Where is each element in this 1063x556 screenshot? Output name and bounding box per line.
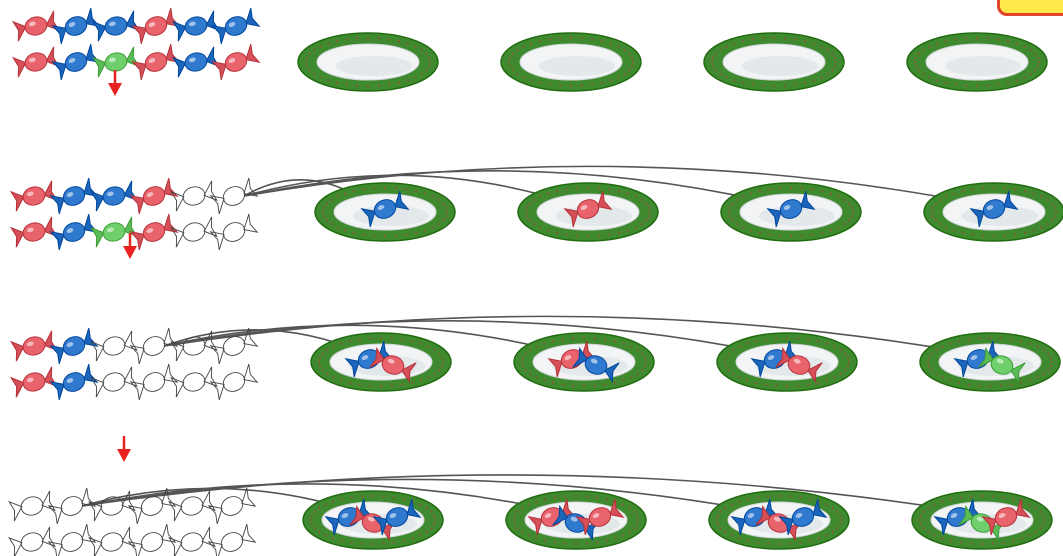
candy-pile — [11, 328, 257, 400]
red-candy — [133, 44, 180, 80]
empty-candy-outline — [171, 331, 217, 361]
plate — [311, 333, 451, 391]
empty-candy-outline — [91, 367, 137, 397]
plate — [501, 33, 641, 91]
empty-candy-outline — [211, 214, 258, 250]
red-candy — [213, 44, 260, 80]
blue-candy — [91, 181, 137, 211]
blue-candy — [213, 8, 260, 44]
blue-candy — [53, 8, 100, 44]
blue-candy — [51, 328, 98, 364]
down-arrow — [108, 70, 122, 96]
red-candy — [11, 331, 57, 361]
empty-candy-outline — [211, 178, 258, 214]
plate — [704, 33, 844, 91]
blue-candy — [53, 44, 100, 80]
red-candy — [11, 181, 57, 211]
stage-row-2 — [11, 178, 1063, 250]
blue-candy — [51, 214, 98, 250]
plate — [907, 33, 1047, 91]
empty-candy-outline — [131, 328, 178, 364]
empty-candy-outline — [129, 524, 176, 556]
blue-candy — [173, 47, 219, 77]
empty-candy-outline — [91, 331, 137, 361]
red-candy — [13, 47, 59, 77]
empty-candy-outline — [171, 367, 217, 397]
red-candy — [11, 367, 57, 397]
stage-row-3 — [11, 328, 1060, 400]
blue-candy — [51, 178, 98, 214]
candy-pile — [13, 8, 259, 80]
candy-pile — [11, 178, 257, 250]
stage-row-4 — [9, 488, 1052, 556]
down-arrow — [117, 436, 131, 462]
red-candy — [131, 214, 178, 250]
empty-candy-outline — [131, 364, 178, 400]
red-candy — [13, 11, 59, 41]
empty-candy-outline — [9, 491, 55, 521]
distribution-path — [164, 321, 772, 354]
red-candy — [11, 217, 57, 247]
empty-candy-outline — [209, 524, 256, 556]
plate — [920, 333, 1060, 391]
blue-candy — [93, 11, 139, 41]
empty-candy-outline — [49, 524, 96, 556]
empty-candy-outline — [169, 491, 215, 521]
red-candy — [133, 8, 180, 44]
empty-candy-outline — [209, 488, 256, 524]
empty-candy-outline — [49, 488, 96, 524]
empty-candy-outline — [171, 217, 217, 247]
plate — [298, 33, 438, 91]
blue-candy — [51, 364, 98, 400]
empty-candy-outline — [171, 181, 217, 211]
empty-candy-outline — [211, 364, 258, 400]
red-candy — [131, 178, 178, 214]
stage-row-1 — [13, 8, 1047, 91]
plate — [717, 333, 857, 391]
blue-candy — [173, 11, 219, 41]
plate — [514, 333, 654, 391]
